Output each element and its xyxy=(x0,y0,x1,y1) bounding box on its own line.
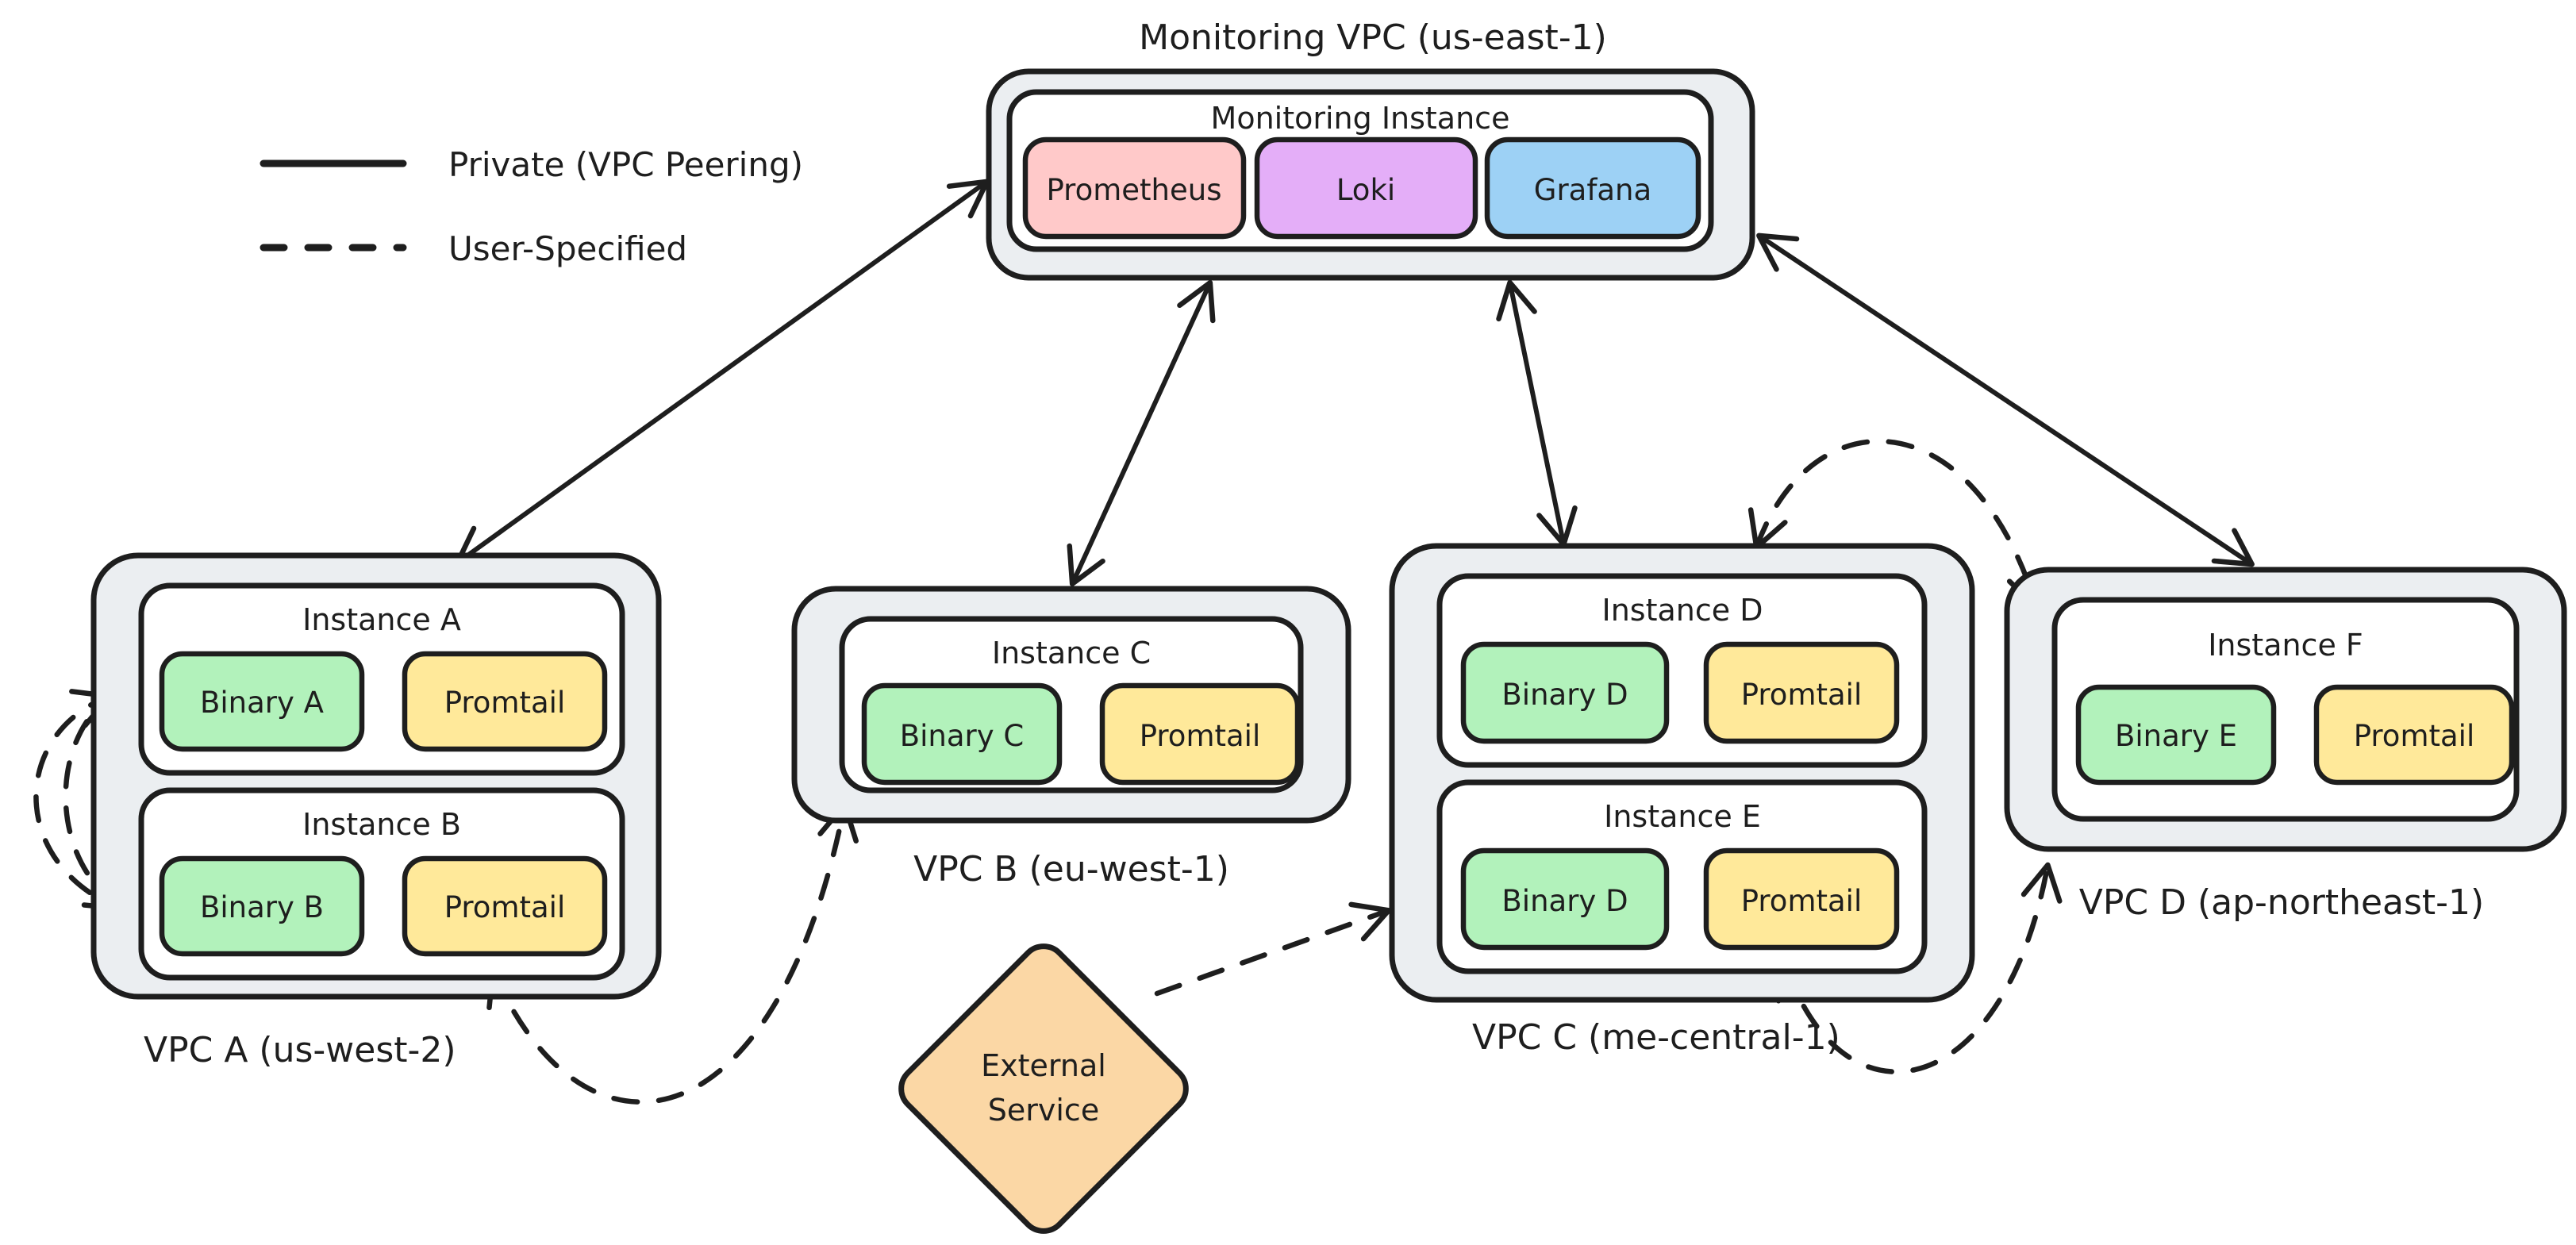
binary-d-label: Binary D xyxy=(1501,678,1628,712)
promtail-box xyxy=(1099,682,1301,786)
diagram-title: Monitoring VPC (us-east-1) xyxy=(1139,17,1607,58)
binary-d-box xyxy=(1460,847,1670,951)
binary-d-label: Binary D xyxy=(1501,884,1628,918)
user-specified-edges xyxy=(33,438,2063,1105)
promtail-box xyxy=(2313,684,2515,786)
binary-c-label: Binary C xyxy=(900,719,1025,753)
vpc-b-label: VPC B (eu-west-1) xyxy=(913,849,1229,890)
monitoring-instance-label: Monitoring Instance xyxy=(1211,101,1510,136)
monitoring-vpc: Monitoring Instance Prometheus Loki Graf… xyxy=(986,68,1755,281)
edge-monitoring-vpc-d xyxy=(1756,232,2255,567)
instance-e-label: Instance E xyxy=(1604,799,1761,834)
edge-instance-b-instance-c xyxy=(486,801,859,1105)
edge-monitoring-vpc-c xyxy=(1496,279,1578,548)
edge-instance-e-instance-f-bottom xyxy=(1775,862,2063,1074)
binary-b-label: Binary B xyxy=(200,890,324,924)
promtail-label: Promtail xyxy=(1741,884,1862,918)
instance-f-label: Instance F xyxy=(2208,628,2363,663)
binary-d-box xyxy=(1460,641,1670,744)
binary-e-label: Binary E xyxy=(2115,719,2237,753)
private-peering-edges xyxy=(455,179,2255,587)
vpc-a-label: VPC A (us-west-2) xyxy=(144,1030,456,1070)
legend-private-label: Private (VPC Peering) xyxy=(448,145,803,184)
grafana-label: Grafana xyxy=(1534,173,1651,207)
edge-instance-d-instance-f-top xyxy=(1747,438,2047,611)
prometheus-box xyxy=(1022,136,1247,240)
legend: Private (VPC Peering) User-Specified xyxy=(260,145,803,268)
promtail-label: Promtail xyxy=(1741,678,1862,712)
instance-c-label: Instance C xyxy=(992,636,1151,671)
external-service-diamond xyxy=(898,943,1189,1234)
binary-a-box xyxy=(159,651,365,752)
external-service-label-line2: Service xyxy=(988,1093,1099,1128)
vpc-d: Instance F Binary E Promtail VPC D (ap-n… xyxy=(2004,567,2567,923)
promtail-label: Promtail xyxy=(1140,719,1260,753)
binary-c-box xyxy=(861,682,1063,786)
promtail-label: Promtail xyxy=(2354,719,2474,753)
external-service: External Service xyxy=(898,943,1189,1234)
vpc-d-label: VPC D (ap-northeast-1) xyxy=(2079,882,2484,923)
legend-user-specified-label: User-Specified xyxy=(448,229,687,268)
promtail-box xyxy=(1703,641,1900,744)
instance-a-label: Instance A xyxy=(302,602,461,637)
promtail-box xyxy=(402,651,608,752)
loki-box xyxy=(1254,136,1478,240)
binary-b-box xyxy=(159,855,365,957)
promtail-box xyxy=(402,855,608,957)
promtail-label: Promtail xyxy=(444,686,565,720)
loki-label: Loki xyxy=(1336,173,1395,207)
binary-e-box xyxy=(2075,684,2277,786)
promtail-box xyxy=(1703,847,1900,951)
vpc-a: Instance A Binary A Promtail Instance B … xyxy=(90,552,662,1070)
promtail-label: Promtail xyxy=(444,890,565,924)
instance-b-label: Instance B xyxy=(302,807,461,842)
binary-a-label: Binary A xyxy=(200,686,324,720)
vpc-c-label: VPC C (me-central-1) xyxy=(1472,1017,1840,1058)
grafana-box xyxy=(1484,136,1701,240)
external-service-label-line1: External xyxy=(981,1048,1106,1083)
edge-monitoring-vpc-a xyxy=(455,179,990,566)
edge-monitoring-vpc-b xyxy=(1067,279,1216,587)
instance-d-label: Instance D xyxy=(1602,593,1763,628)
vpc-b: Instance C Binary C Promtail VPC B (eu-w… xyxy=(791,586,1351,890)
vpc-c: Instance D Binary D Promtail Instance E … xyxy=(1389,543,1975,1058)
prometheus-label: Prometheus xyxy=(1047,173,1222,207)
edge-external-service-instance-e xyxy=(1154,901,1392,997)
